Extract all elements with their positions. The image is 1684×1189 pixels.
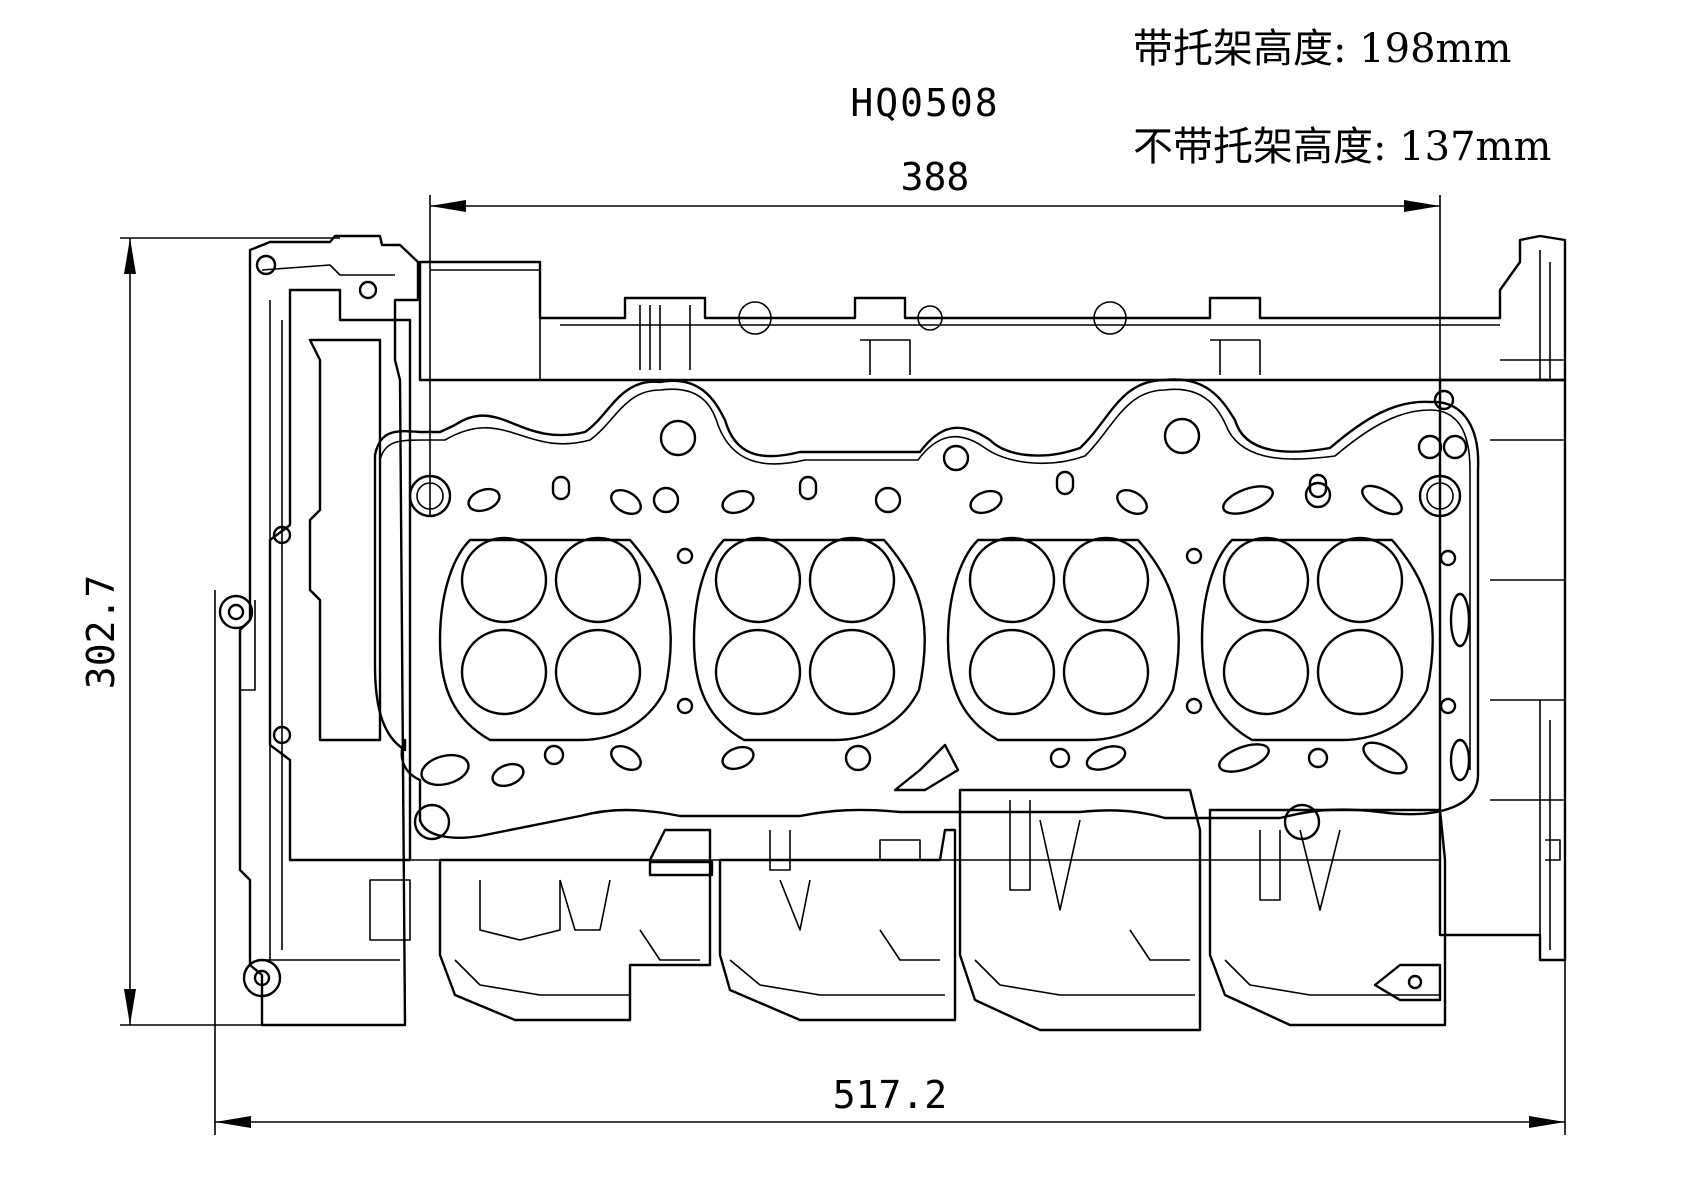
right-end-housing xyxy=(1438,378,1567,962)
dimension-side-value: 302.7 xyxy=(79,575,123,689)
cylinder-2 xyxy=(692,536,926,742)
dowel-left xyxy=(408,474,452,518)
intake-runners xyxy=(438,788,1447,1032)
gasket-holes xyxy=(408,389,1471,841)
head-gasket xyxy=(373,378,1480,839)
cylinder-1 xyxy=(438,536,672,742)
dimension-side: 302.7 xyxy=(79,237,340,1026)
dowel-right xyxy=(1418,474,1462,518)
spec-height-without-bracket: 不带托架高度: 137mm xyxy=(1133,124,1551,170)
cylinder-3 xyxy=(946,536,1180,742)
dimension-top: 388 xyxy=(429,155,1441,515)
cylinder-4 xyxy=(1200,536,1434,742)
left-end-housing xyxy=(218,234,420,1027)
dimension-bottom-value: 517.2 xyxy=(833,1073,947,1117)
part-number-label: HQ0508 xyxy=(850,81,999,125)
dimension-top-value: 388 xyxy=(901,155,970,199)
cylinder-bores xyxy=(438,536,1434,742)
spec-height-with-bracket: 带托架高度: 198mm xyxy=(1133,26,1511,72)
lower-shelf xyxy=(410,839,1440,877)
cam-cover xyxy=(418,234,1567,382)
